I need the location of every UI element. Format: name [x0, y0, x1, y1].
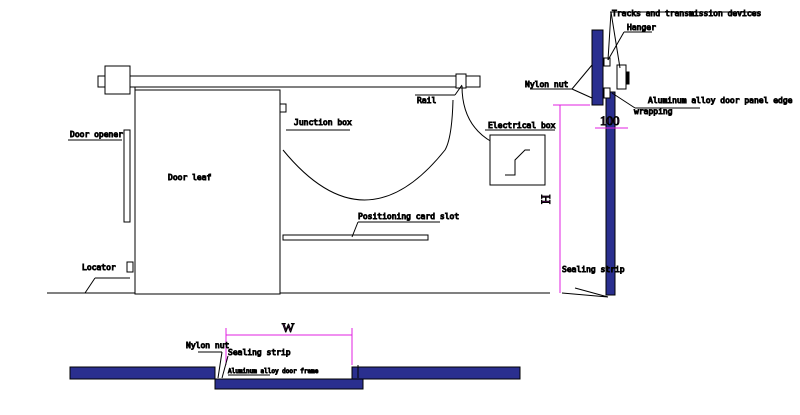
locator-leader — [84, 277, 96, 294]
plan-wall-left — [69, 366, 216, 380]
door-opener — [123, 129, 131, 223]
junction-box — [279, 103, 287, 113]
label-sealing-strip-plan: Sealing strip — [228, 348, 291, 357]
locator — [126, 261, 134, 273]
label-locator: Locator — [82, 263, 116, 272]
height-label: H — [538, 195, 553, 204]
label-door-frame: Aluminum alloy door frame — [228, 368, 319, 375]
label-hanger: Hanger — [627, 23, 656, 32]
label-edge-wrapping: Aluminum alloy door panel edge — [648, 96, 793, 105]
label-nylon-nut-plan: Nylon nut — [186, 341, 230, 350]
offset-label: 100 — [600, 113, 620, 128]
positioning-card-slot — [282, 234, 429, 241]
label-nylon-nut-side: Nylon nut — [525, 80, 569, 89]
plan-wall-right — [351, 366, 521, 380]
rail — [97, 75, 481, 88]
rail-stop — [455, 73, 467, 89]
label-positioning-slot: Positioning card slot — [358, 212, 459, 221]
electrical-box — [489, 134, 546, 186]
label-junction-box: Junction box — [294, 118, 352, 127]
hanger — [616, 64, 627, 90]
plan-door-frame — [214, 378, 364, 390]
side-rail — [591, 29, 604, 106]
label-sealing-strip-side: Sealing strip — [562, 265, 625, 274]
door-leaf — [134, 89, 281, 295]
label-edge-wrapping-2: wrapping — [634, 107, 673, 116]
label-door-opener: Door opener — [70, 130, 123, 139]
label-tracks: Tracks and transmission devices — [612, 9, 761, 18]
label-rail: Rail — [417, 96, 436, 105]
rail-end-bracket — [104, 65, 131, 95]
label-door-leaf: Door leaf — [168, 173, 212, 182]
width-label: W — [282, 320, 295, 335]
label-electrical-box: Electrical box — [488, 121, 556, 130]
electrical-symbol-icon — [505, 149, 530, 176]
cable — [282, 99, 454, 201]
